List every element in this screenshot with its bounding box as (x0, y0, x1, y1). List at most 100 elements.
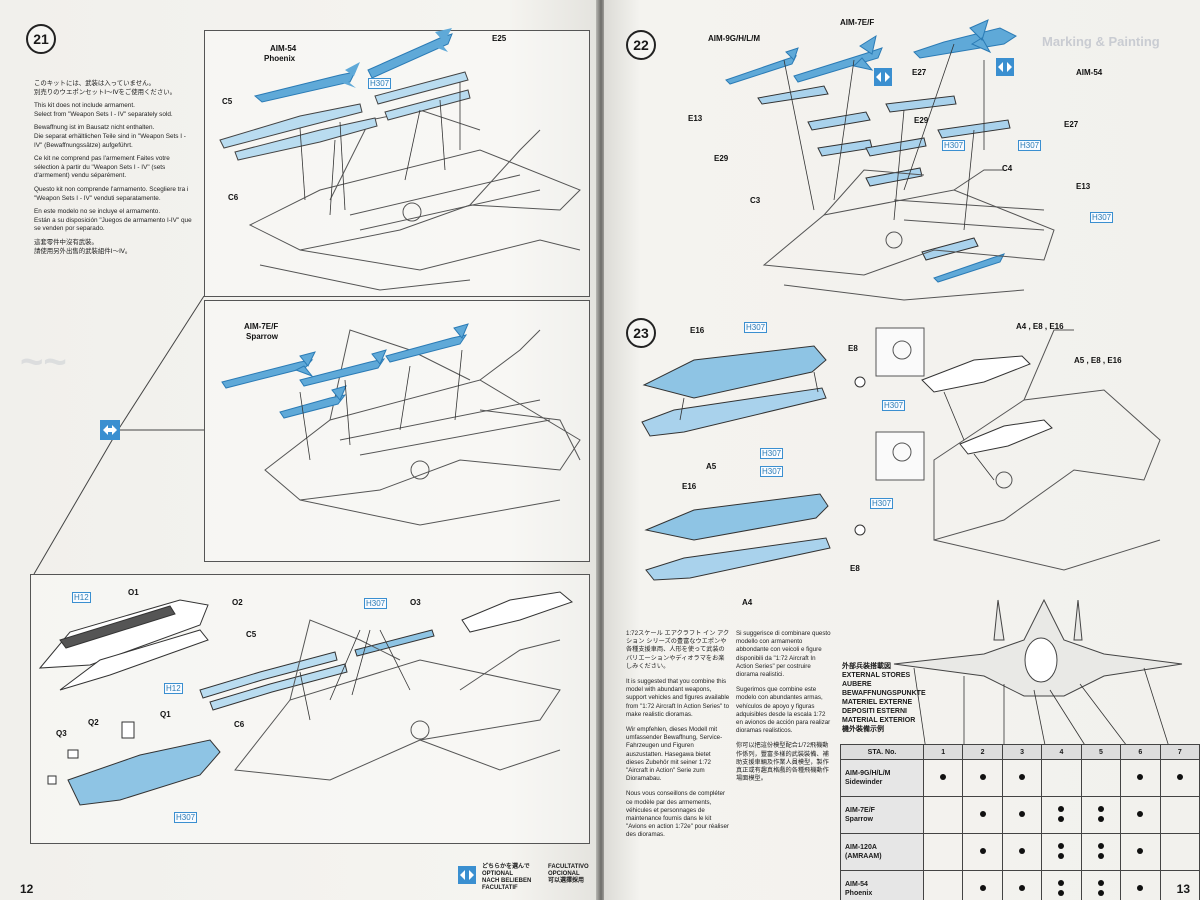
left-page: ~~ 21 このキットには、武装は入っていません。別売りのウエポンセットⅠ～Ⅳを… (0, 0, 598, 900)
weapon-nickname: (AMRAAM) (845, 853, 882, 860)
diorama-de: Wir empfehlen, dieses Modell mit umfasse… (626, 726, 723, 783)
hasegawa-ref-h12-a: H12 (72, 592, 91, 603)
part-e13-b: E13 (1076, 182, 1091, 191)
stores-station-cell (1159, 796, 1200, 834)
station-load-dot (979, 811, 986, 817)
part-c5-b: C5 (246, 630, 257, 639)
part-q2: Q2 (88, 718, 99, 727)
ghost-title: Marking & Painting (1042, 34, 1160, 49)
optional-fr: FACULTATIF (482, 885, 518, 891)
stores-station-cell (1080, 759, 1122, 797)
stores-heading-jp: 外部兵装搭載図 (842, 663, 891, 670)
note-fr: Ce kit ne comprend pas l'armement Faites… (34, 155, 170, 180)
note-zh-1: 這套零件中沒有武裝。 (34, 238, 98, 246)
hasegawa-ref-h307-22a: H307 (942, 140, 966, 151)
part-e8-b: E8 (850, 564, 860, 573)
part-e13-a: E13 (688, 114, 703, 123)
stores-station-cell (1041, 833, 1082, 871)
part-a4: A4 (742, 598, 753, 607)
hasegawa-ref-h307-22b: H307 (1018, 140, 1042, 151)
stores-station-cell (1080, 796, 1122, 834)
note-zh-2: 請使用另外出售的武裝組件Ⅰ～Ⅳ。 (34, 247, 132, 255)
station-load-dot (1097, 853, 1104, 859)
note-jp-2: 別売りのウエポンセットⅠ～Ⅳをご使用ください。 (34, 88, 176, 96)
part-c5: C5 (222, 97, 233, 106)
stores-col-4: 4 (1041, 744, 1082, 760)
hasegawa-ref-h307-23a: H307 (744, 322, 768, 333)
optional-zh: 可以選擇採用 (548, 878, 585, 884)
part-e16-b: E16 (682, 482, 697, 491)
stores-station-cell (1120, 870, 1161, 900)
part-o2: O2 (232, 598, 243, 607)
part-q1: Q1 (160, 710, 171, 719)
station-load-dot (1137, 811, 1144, 817)
note-it: Questo kit non comprende l'armamento. Sc… (34, 185, 189, 202)
weapon-designation: AIM-7E/F (845, 807, 875, 814)
step21-panel-phoenix (204, 30, 590, 297)
stores-station-cell (962, 796, 1003, 834)
stores-station-cell (1041, 796, 1082, 834)
station-load-dot (979, 885, 986, 891)
hasegawa-ref-h307-23e: H307 (870, 498, 894, 509)
diorama-zh: 你可以把這份模型配合1/72飛機動作係列，豐富多樣的武裝裝備、補助支援車輛及作業… (736, 742, 829, 783)
part-q3: Q3 (56, 729, 67, 738)
combo-a5: A5 , E8 , E16 (1074, 356, 1122, 365)
stores-station-cell (1041, 870, 1082, 900)
stores-station-cell (962, 833, 1003, 871)
right-page-drawings (641, 19, 1183, 751)
stores-col-5: 5 (1080, 744, 1122, 760)
optional-icon (100, 420, 120, 440)
stores-heading-it: DEPOSITI ESTERNI (842, 708, 907, 715)
part-c6-b: C6 (234, 720, 245, 729)
station-load-dot (1058, 843, 1065, 849)
weapon-designation: AIM-120A (845, 844, 877, 851)
optional-icon-22a (874, 68, 892, 86)
part-e8-a: E8 (848, 344, 858, 353)
station-load-dot (1097, 880, 1104, 886)
note-jp-1: このキットには、武装は入っていません。 (34, 80, 155, 87)
stores-station-cell (1080, 833, 1122, 871)
station-load-dot (1058, 853, 1065, 859)
part-a5: A5 (706, 462, 717, 471)
note-en-2: Select from "Weapon Sets I - IV" separat… (34, 110, 173, 118)
optional-legend-right: FACULTATIVO OPCIONAL 可以選擇採用 (548, 864, 589, 885)
optional-it: FACULTATIVO (548, 864, 589, 870)
station-load-dot (1019, 811, 1026, 817)
step-number-21: 21 (26, 24, 56, 54)
stores-station-cell (1159, 759, 1200, 797)
diorama-text-col2: Si suggerisce di combinare questo modell… (736, 630, 834, 790)
stores-col-7: 7 (1159, 744, 1200, 760)
stores-col-1: 1 (922, 744, 964, 760)
step-number-23: 23 (626, 318, 656, 348)
part-c3: C3 (750, 196, 761, 205)
stores-station-cell (1001, 833, 1043, 871)
label-aim7-r: AIM-7E/F (840, 18, 875, 27)
stores-col-3: 3 (1001, 744, 1043, 760)
stores-station-cell (1120, 833, 1161, 871)
station-load-dot (1176, 774, 1183, 780)
weapon-nickname: Phoenix (845, 890, 873, 897)
optional-en: OPTIONAL (482, 871, 513, 877)
station-load-dot (1058, 806, 1065, 812)
weapon-designation: AIM-9G/H/L/M (845, 770, 891, 777)
optional-icon-22b (996, 58, 1014, 76)
label-phoenix: Phoenix (264, 54, 296, 63)
note-en-1: This kit does not include armament. (34, 102, 135, 110)
note-es-2: Están a su disposición "Juegos de armame… (34, 216, 192, 233)
station-load-dot (1097, 806, 1104, 812)
label-aim7: AIM-7E/F (244, 322, 279, 331)
station-load-dot (1019, 885, 1026, 891)
stores-station-cell (1001, 759, 1043, 797)
stores-col-sta: STA. No. (840, 744, 924, 760)
part-e27-b: E27 (1064, 120, 1079, 129)
hasegawa-ref-h307-22c: H307 (1090, 212, 1114, 223)
station-load-dot (1058, 816, 1065, 822)
hasegawa-ref-h307: H307 (368, 78, 392, 89)
optional-jp: どちらかを選んで (482, 864, 530, 870)
part-e27-a: E27 (912, 68, 927, 77)
station-load-dot (1137, 885, 1144, 891)
